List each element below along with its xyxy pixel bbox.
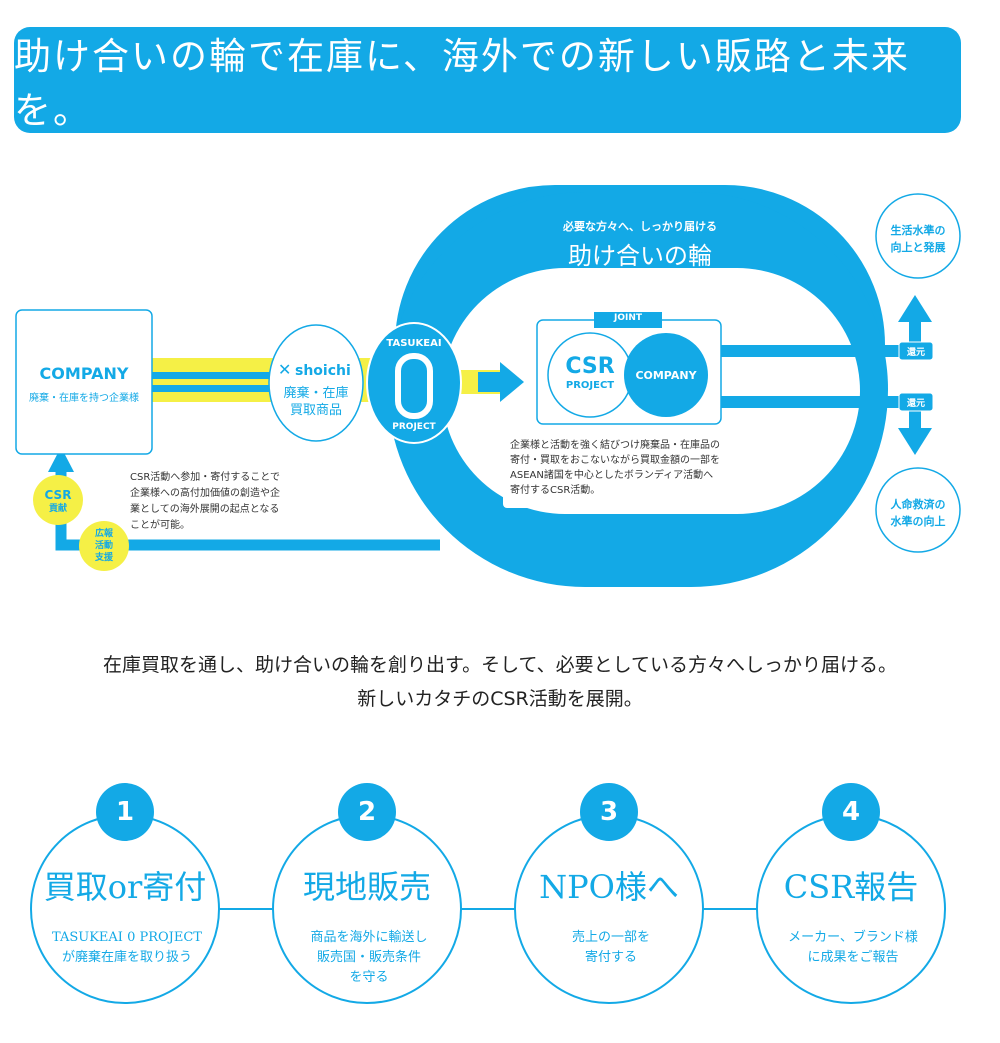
feedback-arrow-icon [48,447,74,472]
step-desc-line: 寄付する [584,950,637,965]
tasukeai-top-label: TASUKEAI [386,338,442,349]
step-description: 商品を海外に輸送し 販売国・販売条件 を守る [284,928,454,988]
shoichi-logo-icon: ✕ [278,360,291,379]
outcome-top-text: 生活水準の 向上と発展 [876,222,960,256]
ring-subtitle: 必要な方々へ、しっかり届ける [563,220,717,233]
outcome-top-circle [875,193,961,279]
shoichi-brand: shoichi [295,363,351,379]
csr-flow-diagram: ✕ 0 [15,185,961,587]
joint-desc-line: 寄付するCSR活動。 [510,485,601,496]
pr-badge-text: 広報 活動 支援 [79,528,129,564]
arrow-head-icon [500,362,524,402]
outcome-bottom-circle [875,467,961,553]
joint-label: JOINT [613,313,643,323]
pr-badge-line1: 広報 [94,529,113,539]
step-number-badge: 2 [338,783,396,841]
step-number-badge: 3 [580,783,638,841]
step-number-badge: 4 [822,783,880,841]
shoichi-line2: 買取商品 [289,403,342,418]
joint-label-bg [594,312,662,328]
step-description: TASUKEAI 0 PROJECT が廃棄在庫を取り扱う [42,928,212,968]
joint-desc-bg [503,426,753,508]
pr-badge-line3: 支援 [94,553,113,563]
outcome-bottom-text: 人命救済の 水準の向上 [876,496,960,530]
shoichi-circle [268,324,364,442]
csr-badge-line1: CSR [44,488,72,502]
up-arrow-icon [898,295,932,322]
step-description: メーカー、ブランド様 に成果をご報告 [768,928,938,968]
step-title: 現地販売 [302,868,431,906]
flow-line-lower [150,385,285,392]
outcome-top-line1: 生活水準の [890,224,946,237]
step-desc-line: を守る [349,970,389,985]
banner-title: 助け合いの輪で在庫に、海外での新しい販路と未来を。 [14,35,910,132]
company-subtitle: 廃棄・在庫を持つ企業様 [29,393,139,404]
step-card: 買取or寄付 TASUKEAI 0 PROJECT が廃棄在庫を取り扱う [30,814,220,1004]
outcome-top-line2: 向上と発展 [890,241,946,254]
step-desc-line: 販売国・販売条件 [316,950,421,965]
step-number-badge: 1 [96,783,154,841]
return-label-upper: 還元 [906,348,925,358]
csr-project-big: CSR [565,354,615,379]
company-box [15,309,153,455]
step-desc-line: が廃棄在庫を取り扱う [61,950,192,965]
csr-project-small: PROJECT [565,380,615,391]
outcome-bottom-line1: 人命救済の [890,498,946,511]
company-title: COMPANY [39,364,129,383]
steps-connector [100,908,860,910]
pr-support-badge [79,521,129,571]
blue-arrow-shaft [478,372,502,392]
step-card: CSR報告 メーカー、ブランド様 に成果をご報告 [756,814,946,1004]
company-circle [624,333,708,417]
csr-desc-line: 企業様への高付加価値の創造や企 [130,488,280,499]
return-label-lower: 還元 [906,399,925,409]
step-title: NPO様へ [539,868,679,906]
tasukeai-bottom-label: PROJECT [392,422,436,432]
csr-badge-text: CSR 貢献 [33,488,83,516]
joint-desc-line: 寄付・買取をおこないながら買取金額の一部を [510,455,720,466]
return-line-upper [720,345,900,357]
summary-line2: 新しいカタチのCSR活動を展開。 [357,688,643,710]
step-desc-line: TASUKEAI 0 PROJECT [52,930,202,945]
csr-badge-line2: 貢献 [48,504,67,514]
csr-desc-line: 業としての海外展開の起点となる [130,504,280,515]
step-desc-line: メーカー、ブランド様 [788,930,918,945]
joint-desc-line: ASEAN諸国を中心としたボランディア活動へ [510,470,714,481]
return-badge-lower [898,392,934,412]
zero-glyph [395,353,433,419]
joint-description: 企業様と活動を強く結びつけ廃棄品・在庫品の 寄付・買取をおこないながら買取金額の… [510,438,760,498]
csr-desc-line: CSR活動へ参加・寄付することで [130,472,280,483]
outcome-bottom-line2: 水準の向上 [890,515,946,528]
joint-desc-line: 企業様と活動を強く結びつけ廃棄品・在庫品の [510,440,720,451]
csr-desc-line: ことが可能。 [130,520,190,531]
step-desc-line: 商品を海外に輸送し [310,930,428,945]
step-desc-line: に成果をご報告 [807,950,899,965]
csr-contribution-badge [33,475,83,525]
step-desc-line: 売上の一部を [571,930,650,945]
pr-badge-line2: 活動 [94,541,113,551]
step-title: CSR報告 [783,868,919,906]
summary-line1: 在庫買取を通し、助け合いの輪を創り出す。そして、必要としている方々へしっかり届け… [102,654,897,676]
flow-line-upper [150,372,285,379]
step-title: 買取or寄付 [43,868,207,906]
down-arrow-icon [898,428,932,455]
step-description: 売上の一部を 寄付する [526,928,696,968]
tasukeai-badge [366,322,462,444]
ring-title: 助け合いの輪 [568,242,712,270]
joint-company-label: COMPANY [635,369,697,382]
summary-text: 在庫買取を通し、助け合いの輪を創り出す。そして、必要としている方々へしっかり届け… [0,648,1000,716]
step-card: NPO様へ 売上の一部を 寄付する [514,814,704,1004]
title-banner: 助け合いの輪で在庫に、海外での新しい販路と未来を。 [14,27,961,133]
step-card: 現地販売 商品を海外に輸送し 販売国・販売条件 を守る [272,814,462,1004]
return-badge-upper [898,341,934,361]
csr-description: CSR活動へ参加・寄付することで 企業様への高付加価値の創造や企 業としての海外… [130,470,330,534]
return-line-lower [720,396,900,408]
shoichi-line1: 廃棄・在庫 [283,386,349,401]
